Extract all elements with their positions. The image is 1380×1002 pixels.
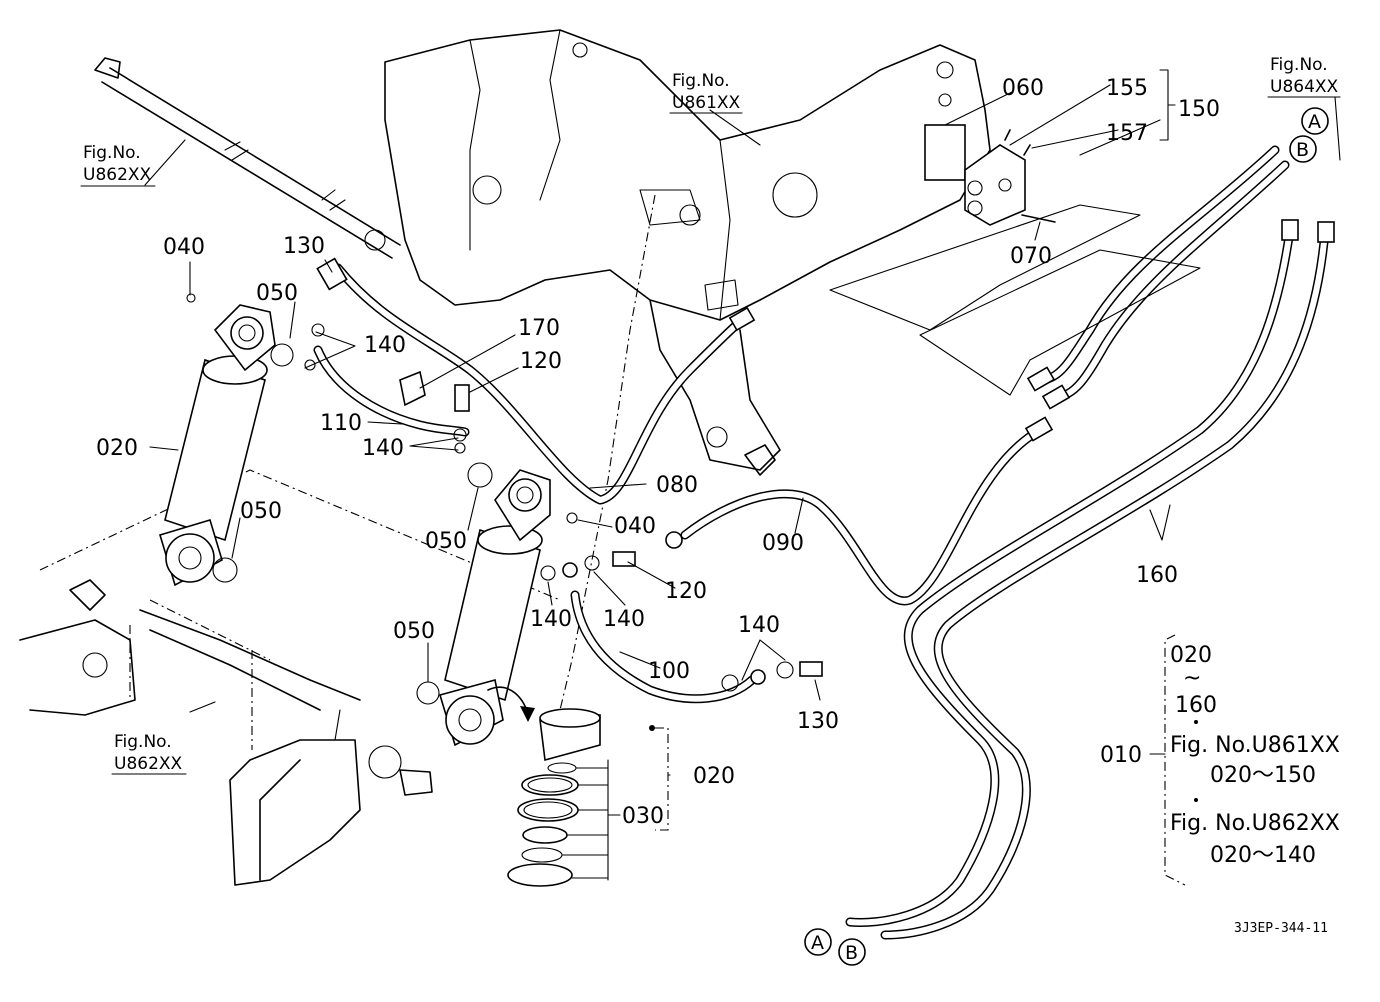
- hydraulic-hoses: [313, 145, 1330, 940]
- callout-157: 157: [1106, 121, 1148, 146]
- callout-060: 060: [1002, 76, 1044, 101]
- legend-item-no: 010: [1100, 743, 1142, 768]
- connector-a-top: [1301, 107, 1329, 135]
- main-frame: [384, 29, 991, 476]
- callout-140-b: 140: [362, 436, 404, 461]
- figure-references: Fig.No. U861XX Fig.No. U862XX Fig.No. U8…: [80, 55, 1341, 775]
- fig-ref-u864-line2: U864XX: [1270, 77, 1339, 97]
- legend-ref1: Fig. No.U861XX: [1170, 733, 1340, 758]
- lift-cylinder-right: [438, 469, 551, 747]
- assembly-legend: 020 ~ 160 010 Fig. No.U861XX 020～150 Fig…: [1100, 634, 1340, 886]
- callout-020-a: 020: [96, 436, 138, 461]
- connector-b-bottom: [838, 938, 866, 966]
- seal-kit: [507, 708, 669, 887]
- callout-120-a: 120: [520, 349, 562, 374]
- legend-ref1-range: 020～150: [1210, 763, 1316, 788]
- callout-050-a: 050: [256, 281, 298, 306]
- lower-arm-assembly: [19, 579, 433, 886]
- connector-b-bottom-label: B: [845, 942, 858, 964]
- reference-lines: [39, 194, 656, 761]
- cross-shaft: [94, 57, 401, 259]
- fig-ref-u862-bottom-line1: Fig.No.: [114, 732, 172, 752]
- callout-170: 170: [518, 316, 560, 341]
- connector-a-bottom: [804, 928, 832, 956]
- callout-110: 110: [320, 411, 362, 436]
- callout-070: 070: [1010, 244, 1052, 269]
- callout-155: 155: [1106, 76, 1148, 101]
- callout-080: 080: [656, 473, 698, 498]
- drawing-code: 3J3EP-344-11: [1234, 921, 1328, 936]
- callout-050-d: 050: [393, 619, 435, 644]
- legend-ref2: Fig. No.U862XX: [1170, 811, 1340, 836]
- legend-range-start: 020: [1170, 643, 1212, 668]
- callout-100: 100: [648, 659, 690, 684]
- leader-lines: [144, 69, 1341, 776]
- callout-090: 090: [762, 531, 804, 556]
- callout-050-c: 050: [425, 529, 467, 554]
- fig-ref-outlines: [829, 119, 1201, 396]
- connector-a-top-label: A: [1308, 111, 1321, 133]
- callout-050-b: 050: [240, 499, 282, 524]
- fig-ref-u861-line2: U861XX: [672, 93, 741, 113]
- fig-ref-u861-line1: Fig.No.: [672, 71, 730, 91]
- callout-140-d: 140: [603, 607, 645, 632]
- callout-130-a: 130: [283, 234, 325, 259]
- legend-ref2-range: 020～140: [1210, 843, 1316, 868]
- fig-ref-u864-line1: Fig.No.: [1270, 55, 1328, 75]
- fig-ref-u862-top-line1: Fig.No.: [83, 143, 141, 163]
- lift-cylinder-left: [159, 304, 276, 587]
- callout-140-c: 140: [530, 607, 572, 632]
- connector-b-top: [1289, 135, 1317, 163]
- fittings: [186, 124, 1335, 705]
- callout-160: 160: [1136, 563, 1178, 588]
- connector-markers: A B A B: [804, 107, 1329, 966]
- callout-140-e: 140: [738, 613, 780, 638]
- callout-130-b: 130: [797, 709, 839, 734]
- callout-040-a: 040: [163, 235, 205, 260]
- callout-150: 150: [1178, 97, 1220, 122]
- callout-120-b: 120: [665, 579, 707, 604]
- callout-140-a: 140: [364, 333, 406, 358]
- fig-ref-u862-bottom-line2: U862XX: [114, 754, 183, 774]
- connector-a-bottom-label: A: [811, 932, 824, 954]
- legend-range-end: 160: [1175, 693, 1217, 718]
- callout-labels: 040 050 130 140 170 120 110 140 020 050 …: [96, 76, 1220, 829]
- legend-tilde: ~: [1183, 666, 1201, 691]
- fig-ref-u862-top-line2: U862XX: [83, 165, 152, 185]
- callout-030: 030: [622, 804, 664, 829]
- callout-020-b: 020: [693, 764, 735, 789]
- callout-040-b: 040: [614, 514, 656, 539]
- connector-b-top-label: B: [1296, 139, 1309, 161]
